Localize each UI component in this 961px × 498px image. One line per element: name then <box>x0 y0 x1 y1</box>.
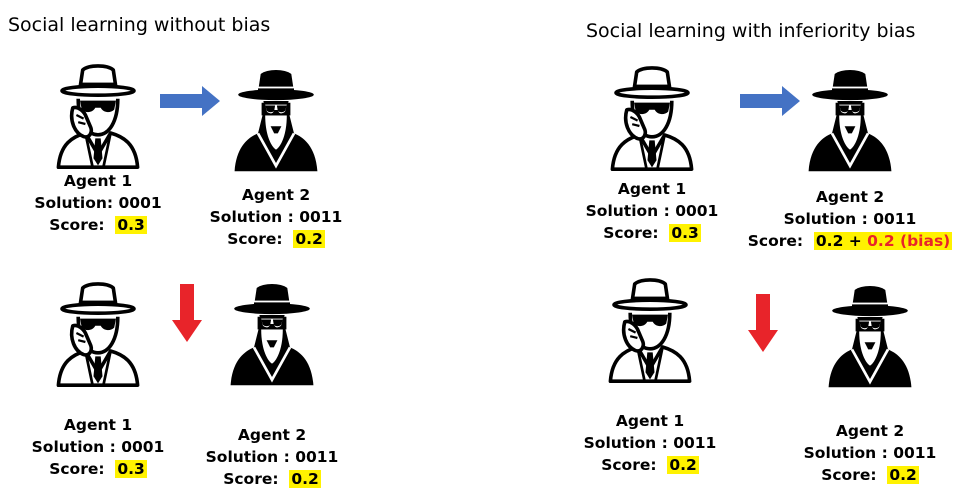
right-arrow-icon <box>740 86 800 116</box>
score-value: 0.3 <box>669 224 701 242</box>
spy-solid-icon <box>231 64 321 174</box>
spy-outline-icon <box>53 278 143 388</box>
spy-outline-icon <box>53 60 143 170</box>
panel2-bottom-agent1: Agent 1 Solution : 0011 Score: 0.2 <box>560 274 740 476</box>
down-arrow-icon <box>172 284 202 342</box>
agent-solution: Solution : 0011 <box>583 434 717 452</box>
agent-name: Agent 2 <box>815 188 885 206</box>
agent-solution: Solution : 0011 <box>803 444 937 462</box>
agent-score: Score: 0.2 <box>227 230 325 248</box>
panel2-top-agent2: Agent 2 Solution : 0011 Score: 0.2 + 0.2… <box>740 64 960 252</box>
spy-solid-icon <box>825 280 915 390</box>
score-value: 0.2 <box>289 470 321 488</box>
agent-solution: Solution: 0001 <box>34 194 162 212</box>
right-arrow-icon <box>160 86 220 116</box>
agent-score: Score: 0.3 <box>603 224 701 242</box>
agent-solution: Solution : 0011 <box>783 210 917 228</box>
agent-name: Agent 2 <box>237 426 307 444</box>
panel2-bottom-agent2: Agent 2 Solution : 0011 Score: 0.2 <box>780 280 960 486</box>
agent-name: Agent 2 <box>835 422 905 440</box>
panel2-top-agent1: Agent 1 Solution : 0001 Score: 0.3 <box>562 62 742 244</box>
agent-name: Agent 1 <box>615 412 685 430</box>
panel2-title: Social learning with inferiority bias <box>586 20 916 42</box>
score-value: 0.3 <box>115 216 147 234</box>
agent-score: Score: 0.2 + 0.2 (bias) <box>747 232 953 250</box>
score-value: 0.2 <box>667 456 699 474</box>
bias-value: 0.2 (bias) <box>867 232 951 250</box>
panel1-top-agent2: Agent 2 Solution : 0011 Score: 0.2 <box>186 64 366 250</box>
score-value: 0.3 <box>115 460 147 478</box>
panel1-bottom-agent1: Agent 1 Solution : 0001 Score: 0.3 <box>8 278 188 480</box>
panel1-bottom-agent2: Agent 2 Solution : 0011 Score: 0.2 <box>182 278 362 490</box>
agent-score: Score: 0.3 <box>49 460 147 478</box>
agent-solution: Solution : 0011 <box>209 208 343 226</box>
agent-solution: Solution : 0001 <box>585 202 719 220</box>
agent-name: Agent 1 <box>617 180 687 198</box>
score-value: 0.2 + 0.2 (bias) <box>813 232 953 250</box>
spy-outline-icon <box>607 62 697 172</box>
down-arrow-icon <box>748 294 778 352</box>
agent-score: Score: 0.3 <box>49 216 147 234</box>
agent-score: Score: 0.2 <box>223 470 321 488</box>
agent-name: Agent 1 <box>63 172 133 190</box>
panel1-title: Social learning without bias <box>8 14 271 36</box>
agent-solution: Solution : 0011 <box>205 448 339 466</box>
spy-outline-icon <box>605 274 695 384</box>
agent-score: Score: 0.2 <box>601 456 699 474</box>
score-value: 0.2 <box>887 466 919 484</box>
agent-name: Agent 1 <box>63 416 133 434</box>
agent-score: Score: 0.2 <box>821 466 919 484</box>
spy-solid-icon <box>805 64 895 174</box>
score-value: 0.2 <box>293 230 325 248</box>
agent-name: Agent 2 <box>241 186 311 204</box>
panel1-top-agent1: Agent 1 Solution: 0001 Score: 0.3 <box>8 60 188 236</box>
agent-solution: Solution : 0001 <box>31 438 165 456</box>
spy-solid-icon <box>227 278 317 388</box>
